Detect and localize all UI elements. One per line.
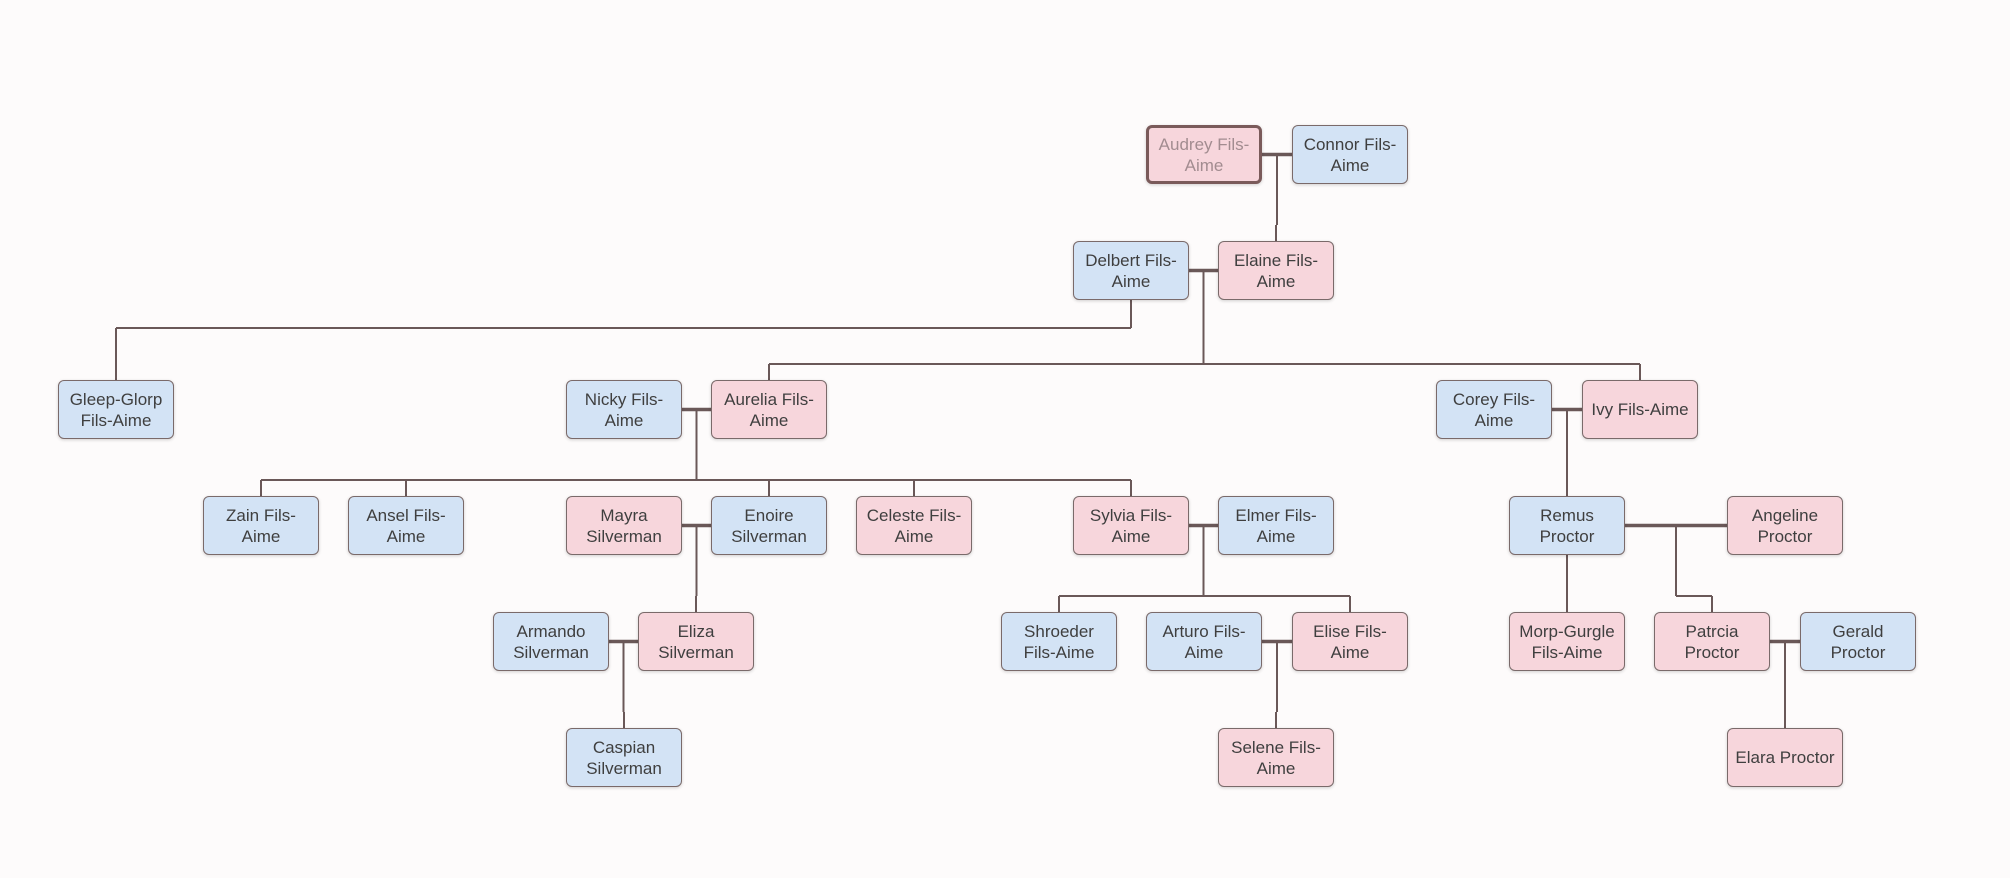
person-name: Ivy Fils-Aime [1591,400,1689,419]
person-name: Ansel Fils-Aime [366,505,446,546]
person-card-ivy[interactable]: Ivy Fils-Aime [1582,380,1698,439]
person-name: Corey Fils-Aime [1452,389,1536,430]
person-card-selene[interactable]: Selene Fils-Aime [1218,728,1334,787]
person-name: Zain Fils-Aime [226,505,296,546]
person-name: Selene Fils-Aime [1231,737,1321,778]
person-name: Delbert Fils-Aime [1085,250,1177,291]
person-card-sylvia[interactable]: Sylvia Fils-Aime [1073,496,1189,555]
person-name: Elara Proctor [1735,748,1835,767]
person-card-elise[interactable]: Elise Fils-Aime [1292,612,1408,671]
person-card-audrey[interactable]: Audrey Fils-Aime [1146,125,1262,184]
person-card-corey[interactable]: Corey Fils-Aime [1436,380,1552,439]
person-name: Elise Fils-Aime [1313,621,1387,662]
person-card-aurelia[interactable]: Aurelia Fils-Aime [711,380,827,439]
person-name: Arturo Fils-Aime [1162,621,1246,662]
person-name: Audrey Fils-Aime [1158,134,1250,175]
person-card-nicky[interactable]: Nicky Fils-Aime [566,380,682,439]
person-card-delbert[interactable]: Delbert Fils-Aime [1073,241,1189,300]
person-card-connor[interactable]: Connor Fils-Aime [1292,125,1408,184]
person-name: Elaine Fils-Aime [1233,250,1319,291]
person-card-arturo[interactable]: Arturo Fils-Aime [1146,612,1262,671]
person-card-zain[interactable]: Zain Fils-Aime [203,496,319,555]
person-card-elaine[interactable]: Elaine Fils-Aime [1218,241,1334,300]
person-name: Nicky Fils-Aime [584,389,664,430]
person-name: Sylvia Fils-Aime [1089,505,1173,546]
person-name: Connor Fils-Aime [1303,134,1397,175]
person-card-celeste[interactable]: Celeste Fils-Aime [856,496,972,555]
person-name: Celeste Fils-Aime [866,505,962,546]
person-card-elmer[interactable]: Elmer Fils-Aime [1218,496,1334,555]
person-card-elara[interactable]: Elara Proctor [1727,728,1843,787]
person-name: Aurelia Fils-Aime [724,389,814,430]
person-card-ansel[interactable]: Ansel Fils-Aime [348,496,464,555]
person-name: Elmer Fils-Aime [1235,505,1317,546]
